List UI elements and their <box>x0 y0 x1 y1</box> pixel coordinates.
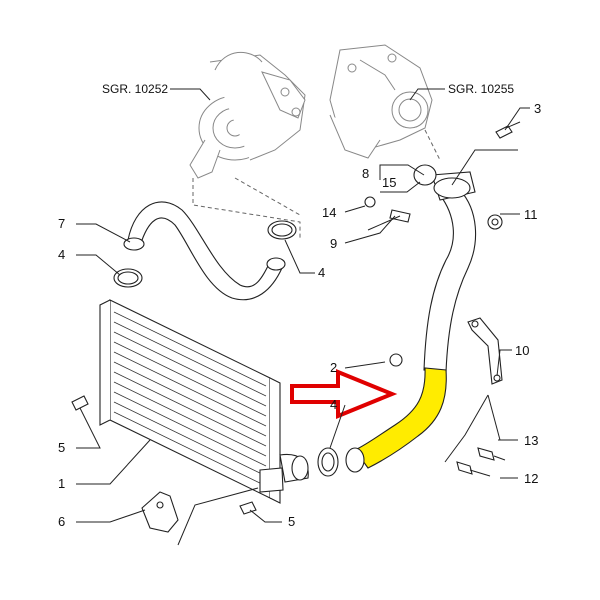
dashed-guide-left-2 <box>234 177 301 216</box>
leader-lines <box>76 88 530 546</box>
callout-3: 3 <box>534 101 541 116</box>
highlighted-hose <box>354 367 447 469</box>
callout-12: 12 <box>524 471 538 486</box>
callout-5-left: 5 <box>58 440 65 455</box>
bracket-10 <box>467 317 503 385</box>
nut-11 <box>487 214 503 230</box>
turbocharger-ghost <box>189 51 306 179</box>
ref-sgr-10252: SGR. 10252 <box>102 82 168 96</box>
callout-5-bottom: 5 <box>288 514 295 529</box>
callout-2: 2 <box>330 360 337 375</box>
clamp-upper <box>267 220 297 240</box>
callout-8: 8 <box>362 166 369 181</box>
intercooler <box>99 299 309 504</box>
throttle-body-ghost <box>329 44 433 159</box>
bolt-12 <box>456 461 491 477</box>
hose-right-upper <box>423 171 477 373</box>
bolt-5-bottom <box>239 501 257 515</box>
callout-13: 13 <box>524 433 538 448</box>
bolt-3 <box>495 121 521 139</box>
callout-11: 11 <box>524 207 538 222</box>
dashed-guide-right <box>424 129 441 161</box>
oring-15 <box>413 164 437 186</box>
bracket-6 <box>141 491 179 533</box>
ref-sgr-10255: SGR. 10255 <box>448 82 514 96</box>
red-outline-arrow-icon <box>290 369 398 419</box>
callout-7: 7 <box>58 216 65 231</box>
clamp-left <box>113 268 143 288</box>
bolt-13 <box>477 447 506 461</box>
callout-4-right: 4 <box>318 265 325 280</box>
hose-left <box>123 201 286 301</box>
hose-end <box>345 447 365 473</box>
callout-9: 9 <box>330 236 337 251</box>
clamp-lower <box>317 447 339 477</box>
callout-4-lower: 4 <box>330 397 337 412</box>
nut-2 <box>389 353 403 367</box>
callout-10: 10 <box>515 343 529 358</box>
bolt-5-left <box>71 395 89 411</box>
callout-14: 14 <box>322 205 336 220</box>
nut-14 <box>364 196 376 208</box>
bolt-9 <box>367 209 411 231</box>
callout-15: 15 <box>382 175 396 190</box>
callout-4-left: 4 <box>58 247 65 262</box>
callout-1: 1 <box>58 476 65 491</box>
callout-6: 6 <box>58 514 65 529</box>
